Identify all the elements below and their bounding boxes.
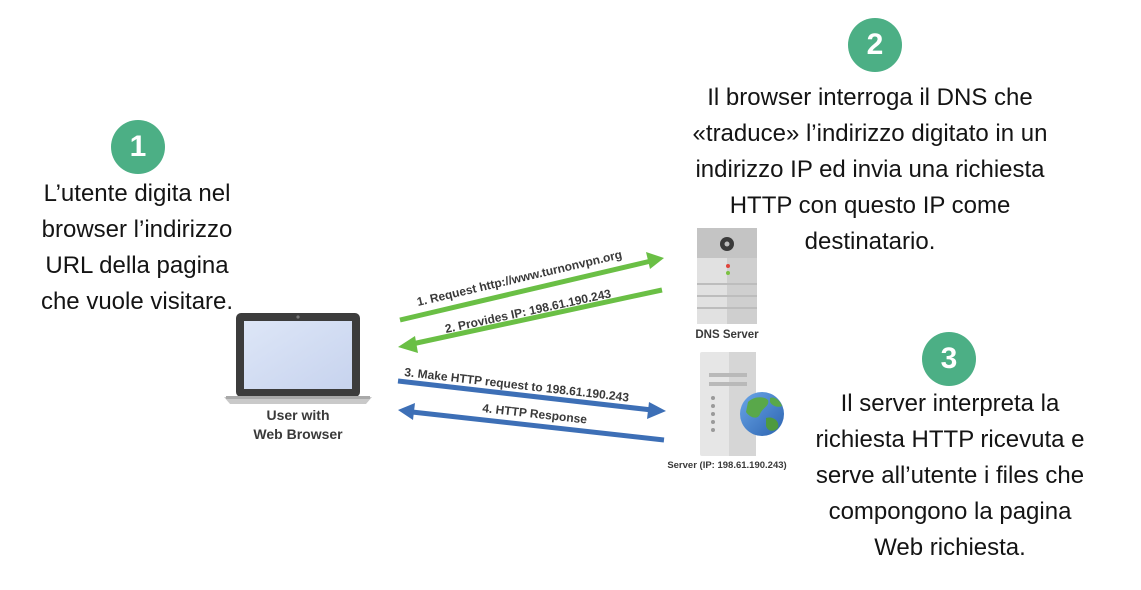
step-3-line: Web richiesta.	[874, 534, 1026, 561]
step-1-line: L’utente digita nel	[43, 180, 231, 207]
step-1-line: browser l’indirizzo	[41, 216, 233, 243]
step-2-line: HTTP con questo IP come	[729, 192, 1011, 219]
step-2-badge: 2	[848, 18, 902, 72]
step-2-line: destinatario.	[804, 228, 936, 255]
globe-icon	[740, 392, 784, 436]
step-3-badge: 3	[922, 332, 976, 386]
laptop-icon	[224, 313, 372, 404]
step-3-line: serve all’utente i files che	[815, 462, 1085, 489]
step-2-description: Il browser interroga il DNS che «traduce…	[640, 80, 1100, 260]
arrow-http-request	[397, 378, 666, 419]
step-3-line: richiesta HTTP ricevuta e	[815, 426, 1085, 453]
step-2-line: Il browser interroga il DNS che	[707, 84, 1033, 111]
step-1-line: URL della pagina	[45, 252, 229, 279]
client-label-line1: User with	[266, 407, 329, 423]
web-server-label: Server (IP: 198.61.190.243)	[667, 460, 786, 471]
dns-server-label: DNS Server	[695, 329, 759, 341]
arrow-request-dns	[399, 252, 664, 323]
step-1-description: L’utente digita nel browser l’indirizzo …	[12, 176, 262, 320]
arrow-http-response	[398, 403, 665, 443]
step-1-badge: 1	[111, 120, 165, 174]
step-2-line: «traduce» l’indirizzo digitato in un	[692, 120, 1048, 147]
step-3-line: Il server interpreta la	[840, 390, 1060, 417]
step-3-description: Il server interpreta la richiesta HTTP r…	[780, 386, 1120, 566]
step-3-line: compongono la pagina	[828, 498, 1072, 525]
step-1-line: che vuole visitare.	[40, 288, 234, 315]
step-2-line: indirizzo IP ed invia una richiesta	[695, 156, 1045, 183]
dns-server-icon	[697, 228, 757, 324]
client-label-line2: Web Browser	[253, 426, 343, 442]
arrow-provides-ip	[398, 287, 663, 353]
